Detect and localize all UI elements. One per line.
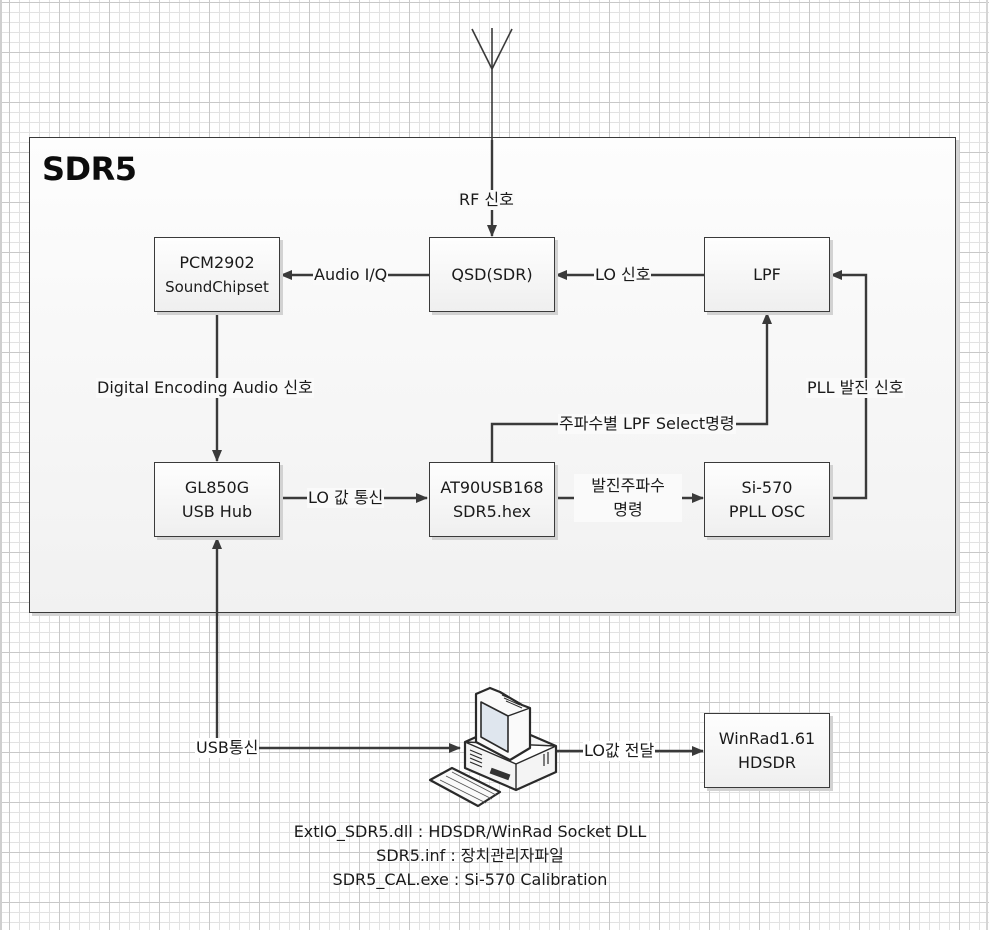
file-note-extio: ExtIO_SDR5.dll : HDSDR/WinRad Socket DLL xyxy=(293,822,647,841)
block-pcm2902-line1: PCM2902 xyxy=(179,252,255,272)
block-pcm2902-line2: SoundChipset xyxy=(165,277,269,296)
label-lo-signal: LO 신호 xyxy=(594,265,652,285)
label-lo-transfer: LO값 전달 xyxy=(583,741,656,761)
wire-lpf-select xyxy=(490,312,772,462)
label-digital-audio: Digital Encoding Audio 신호 xyxy=(96,378,314,398)
label-osc-command-line2: 명령 xyxy=(613,500,643,519)
container-title: SDR5 xyxy=(42,150,137,188)
block-at90usb168[interactable]: AT90USB168 SDR5.hex xyxy=(429,462,555,537)
label-audio-iq: Audio I/Q xyxy=(313,265,389,285)
block-winrad[interactable]: WinRad1.61 HDSDR xyxy=(704,713,830,788)
block-pcm2902[interactable]: PCM2902 SoundChipset xyxy=(154,237,280,312)
block-gl850g-line2: USB Hub xyxy=(181,501,253,521)
block-winrad-line2: HDSDR xyxy=(738,752,796,772)
block-lpf-line1: LPF xyxy=(753,264,781,284)
label-usb-comm: USB통신 xyxy=(195,738,260,758)
canvas-left-edge xyxy=(0,0,2,930)
block-si570-line1: Si-570 xyxy=(741,477,793,497)
label-lpf-select: 주파수별 LPF Select명령 xyxy=(558,414,736,434)
block-si570-line2: PPLL OSC xyxy=(728,501,806,521)
block-winrad-line1: WinRad1.61 xyxy=(718,728,816,748)
file-notes: ExtIO_SDR5.dll : HDSDR/WinRad Socket DLL… xyxy=(250,820,690,892)
label-osc-command: 발진주파수 명령 xyxy=(574,474,682,522)
block-lpf[interactable]: LPF xyxy=(704,237,830,312)
block-qsd[interactable]: QSD(SDR) xyxy=(429,237,555,312)
block-qsd-line1: QSD(SDR) xyxy=(451,264,533,284)
block-gl850g-line1: GL850G xyxy=(184,477,250,497)
canvas-right-edge xyxy=(986,0,988,930)
block-at90usb168-line2: SDR5.hex xyxy=(452,501,532,521)
label-osc-command-line1: 발진주파수 xyxy=(591,476,665,495)
block-gl850g[interactable]: GL850G USB Hub xyxy=(154,462,280,537)
label-pll-signal: PLL 발진 신호 xyxy=(806,378,905,398)
file-note-cal: SDR5_CAL.exe : Si-570 Calibration xyxy=(332,870,608,889)
label-lo-comm: LO 값 통신 xyxy=(307,488,385,508)
block-at90usb168-line1: AT90USB168 xyxy=(440,477,544,497)
desktop-computer-icon[interactable] xyxy=(428,686,558,808)
label-rf-signal: RF 신호 xyxy=(458,190,515,210)
block-si570[interactable]: Si-570 PPLL OSC xyxy=(704,462,830,537)
file-note-inf: SDR5.inf : 장치관리자파일 xyxy=(376,846,564,865)
antenna-icon xyxy=(471,28,513,140)
